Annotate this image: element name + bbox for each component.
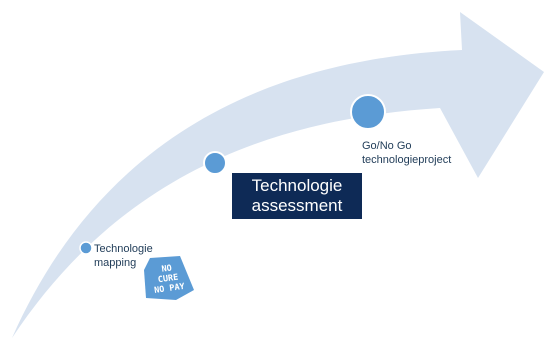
step-label-mapping-line2: mapping (94, 257, 137, 269)
assessment-box: Technologie assessment (232, 173, 362, 219)
no-cure-no-pay-badge: NO CURE NO PAY (144, 256, 194, 300)
step-label-mapping-line1: Technologie (94, 243, 153, 255)
step-label-mapping: Technologie mapping (94, 242, 153, 270)
step-dot-mapping (79, 241, 93, 255)
step-label-gonogo: Go/No Go technologieproject (362, 139, 451, 167)
badge-text-line1: NO (161, 263, 173, 274)
badge-text-line3: NO PAY (154, 282, 187, 296)
step-dot-gonogo (350, 94, 386, 130)
assessment-box-line1: Technologie (251, 176, 343, 195)
badge-shape (144, 256, 194, 300)
step-dot-assessment (203, 151, 227, 175)
step-label-gonogo-line1: Go/No Go (362, 140, 412, 152)
step-label-gonogo-line2: technologieproject (362, 154, 452, 166)
assessment-box-line2: assessment (251, 196, 343, 215)
curved-progress-arrow (12, 12, 544, 338)
badge-text-line2: CURE (157, 273, 179, 286)
